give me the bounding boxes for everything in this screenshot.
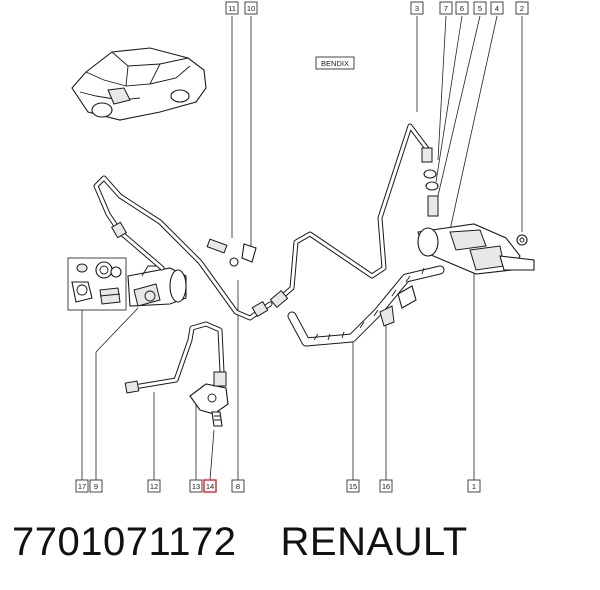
reservoir-fittings — [423, 169, 439, 217]
svg-text:1: 1 — [472, 482, 476, 491]
callout-14: 14 — [203, 479, 217, 493]
callout-12: 12 — [147, 479, 161, 493]
svg-text:3: 3 — [415, 4, 419, 13]
svg-text:13: 13 — [192, 482, 200, 491]
callout-6: 6 — [455, 1, 469, 15]
svg-text:8: 8 — [236, 482, 240, 491]
callout-5: 5 — [473, 1, 487, 15]
callout-3: 3 — [410, 1, 424, 15]
car-thumbnail — [71, 47, 207, 121]
flexible-hose — [287, 265, 445, 347]
callout-2: 2 — [515, 1, 529, 15]
callout-11: 11 — [225, 1, 239, 15]
svg-text:14: 14 — [206, 482, 214, 491]
svg-text:5: 5 — [478, 4, 482, 13]
svg-text:2: 2 — [520, 4, 524, 13]
svg-text:4: 4 — [495, 4, 499, 13]
master-cylinder — [417, 223, 535, 275]
callout-8: 8 — [231, 479, 245, 493]
callout-17: 17 — [75, 479, 89, 493]
part-number: 7701071172 — [12, 519, 237, 564]
callout-4: 4 — [490, 1, 504, 15]
svg-text:10: 10 — [247, 4, 255, 13]
svg-text:16: 16 — [382, 482, 390, 491]
svg-text:7: 7 — [444, 4, 448, 13]
upper-pipe — [269, 123, 433, 309]
svg-text:11: 11 — [228, 4, 236, 13]
footer-caption: 7701071172 RENAULT — [12, 512, 592, 572]
exploded-parts-diagram: BENDIX — [67, 1, 535, 493]
callout-7: 7 — [439, 1, 453, 15]
callout-13: 13 — [189, 479, 203, 493]
callout-10: 10 — [244, 1, 258, 15]
bendix-tag-text: BENDIX — [321, 59, 349, 68]
lower-pipe-and-bracket — [124, 321, 229, 427]
svg-text:9: 9 — [94, 482, 98, 491]
callout-9: 9 — [89, 479, 103, 493]
brand-name: RENAULT — [280, 519, 468, 564]
clutch-pipe-main — [93, 175, 273, 321]
callout-15: 15 — [346, 479, 360, 493]
svg-text:6: 6 — [460, 4, 464, 13]
svg-text:15: 15 — [349, 482, 357, 491]
seal-kit-inset — [67, 257, 127, 311]
hose-clip — [379, 285, 417, 327]
svg-text:12: 12 — [150, 482, 158, 491]
callout-16: 16 — [379, 479, 393, 493]
slave-cylinder — [127, 265, 187, 307]
top-leaders — [231, 15, 523, 246]
bendix-tag: BENDIX — [315, 56, 355, 70]
svg-text:17: 17 — [78, 482, 86, 491]
callout-1: 1 — [467, 479, 481, 493]
bolt-and-washer — [206, 238, 257, 267]
